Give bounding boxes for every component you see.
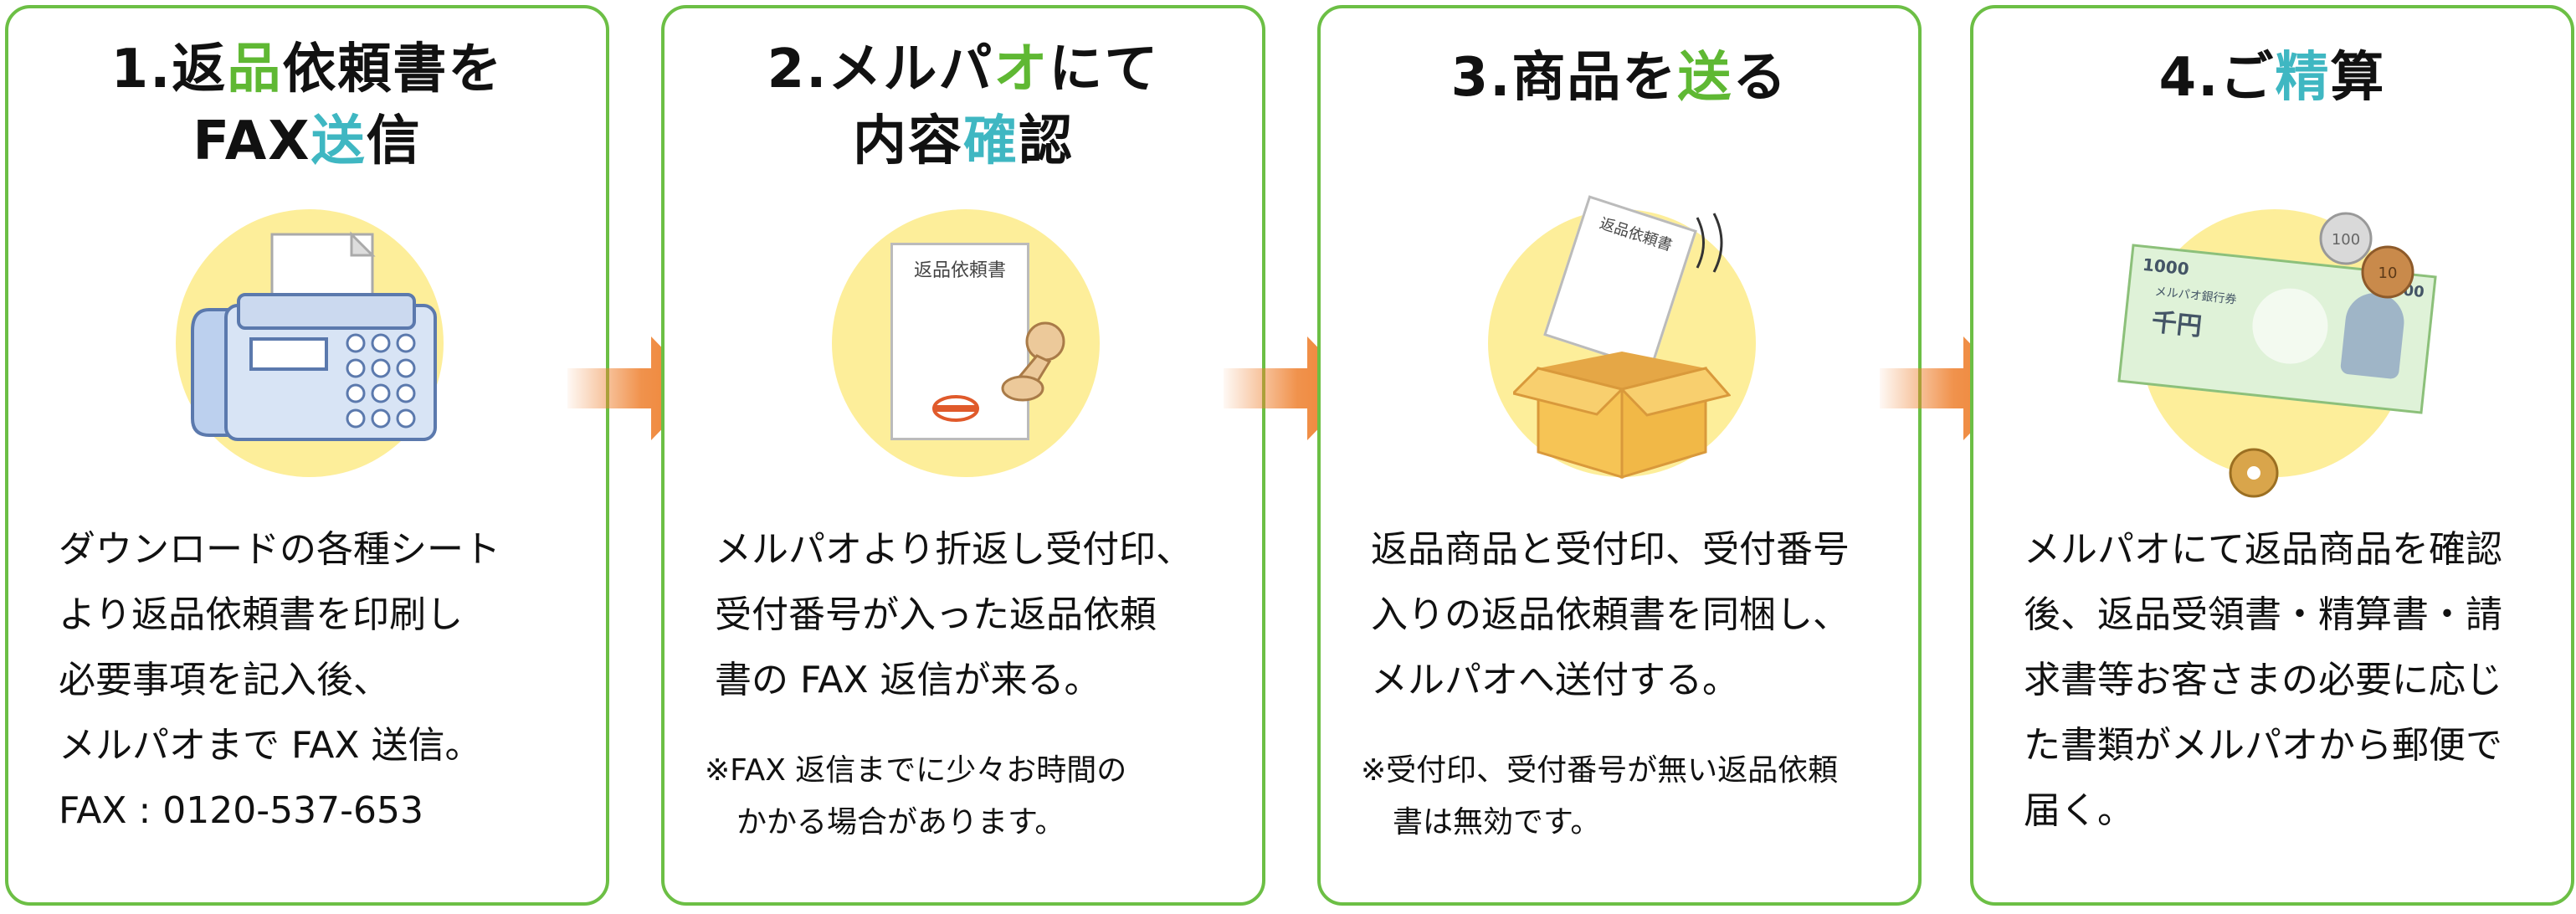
step-4-description: メルパオにて返品商品を確認 後、返品受領書・精算書・請 求書等お客さまの必要に応… <box>2024 528 2502 832</box>
step-2-card: 2.メルパオにて 内容確認 返品依頼書 メルパオより折返し受付印、 受付番号が入… <box>661 5 1265 906</box>
step-3-description: 返品商品と受付印、受付番号 入りの返品依頼書を同梱し、 メルパオへ送付する。 <box>1371 528 1850 701</box>
fax-illustration <box>8 193 606 494</box>
coin-100-icon: 100 <box>2319 212 2373 265</box>
step-2-description: メルパオより折返し受付印、 受付番号が入った返品依頼 書の FAX 返信が来る。 <box>715 528 1193 701</box>
package-illustration: 返品依頼書 <box>1321 193 1918 494</box>
step-3-note: ※受付印、受付番号が無い返品依頼 書は無効です。 <box>1361 753 1839 840</box>
fax-number: FAX : 0120-537-653 <box>59 789 424 832</box>
step-3-card: 3.商品を送る 返品依頼書 返品商品と受付印、受付番号 入りの返品依頼書を同梱し… <box>1317 5 1922 906</box>
hanko-stamp-icon <box>1001 321 1065 402</box>
step-4-card: 4.ご精算 1000 メルパオ銀行券 千円 1000 100 10 メルパオにて… <box>1970 5 2574 906</box>
step-4-title: 4.ご精算 <box>2158 47 2386 109</box>
svg-text:100: 100 <box>2332 231 2360 249</box>
coin-5-icon <box>2229 448 2279 498</box>
step-3-title: 3.商品を送る <box>1450 47 1788 109</box>
step-1-description: ダウンロードの各種シート より返品依頼書を印刷し 必要事項を記入後、 メルパオま… <box>59 517 572 844</box>
svg-text:10: 10 <box>2378 264 2398 282</box>
stamp-mark-icon <box>932 395 979 422</box>
motion-lines-icon <box>1696 213 1723 273</box>
stamped-document-illustration: 返品依頼書 <box>665 193 1262 494</box>
step-1-card: 1.返品依頼書を FAX送信 ダウンロードの各種シート より返品依頼書を印刷し … <box>5 5 609 906</box>
fax-machine-icon <box>191 231 437 441</box>
step-2-note: ※FAX 返信までに少々お時間の かかる場合があります。 <box>705 753 1127 840</box>
coin-10-icon: 10 <box>2361 245 2414 299</box>
money-illustration: 1000 メルパオ銀行券 千円 1000 100 10 <box>1973 193 2571 498</box>
step-1-title: 1.返品依頼書を FAX送信 <box>110 39 504 172</box>
cardboard-box-icon <box>1513 352 1731 480</box>
step-2-title: 2.メルパオにて 内容確認 <box>767 39 1160 172</box>
